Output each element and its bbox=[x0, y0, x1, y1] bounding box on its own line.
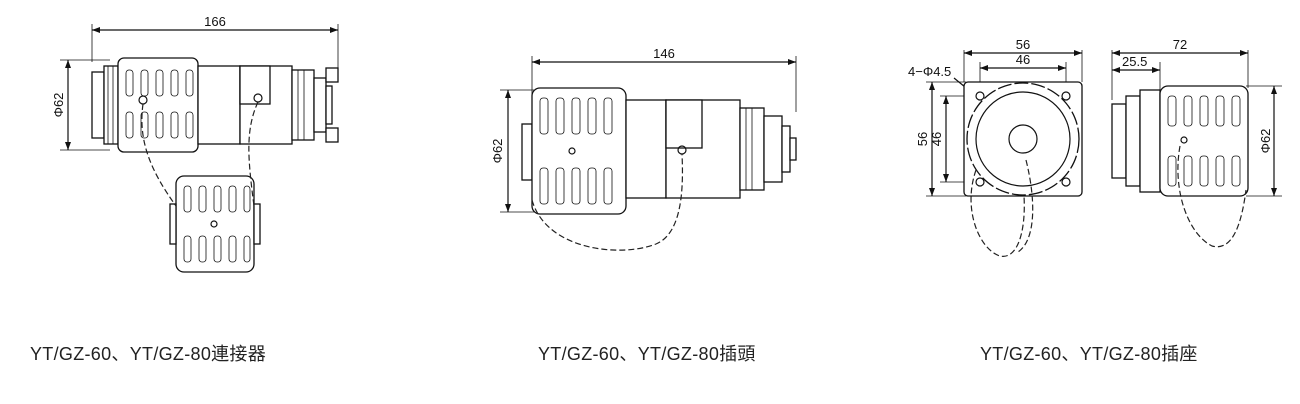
socket-flange-outer-dim: 56 bbox=[1016, 37, 1030, 52]
plug-length-dim: 146 bbox=[653, 46, 675, 61]
figure-socket: 56 46 4−Φ4.5 56 46 bbox=[850, 0, 1300, 404]
socket-caption: YT/GZ-60、YT/GZ-80插座 bbox=[980, 344, 1198, 364]
plug-caption: YT/GZ-60、YT/GZ-80插頭 bbox=[538, 344, 756, 364]
socket-holes-dim: 4−Φ4.5 bbox=[908, 64, 951, 79]
socket-height-inner-dim: 46 bbox=[929, 132, 944, 146]
socket-diameter-dim: Φ62 bbox=[1258, 129, 1273, 154]
socket-height-outer-dim: 56 bbox=[915, 132, 930, 146]
connector-caption: YT/GZ-60、YT/GZ-80連接器 bbox=[30, 344, 267, 364]
connector-diameter-dim: Φ62 bbox=[51, 93, 66, 118]
socket-offset-dim: 25.5 bbox=[1122, 54, 1147, 69]
connector-drawing: 166 Φ62 bbox=[51, 14, 339, 273]
figure-connector: 166 Φ62 bbox=[0, 0, 430, 404]
figure-plug: 146 Φ62 bbox=[430, 0, 850, 404]
socket-depth-dim: 72 bbox=[1173, 37, 1187, 52]
socket-drawing: 56 46 4−Φ4.5 56 46 bbox=[908, 37, 1282, 257]
connector-length-dim: 166 bbox=[204, 14, 226, 29]
plug-drawing: 146 Φ62 bbox=[490, 46, 797, 251]
plug-diameter-dim: Φ62 bbox=[490, 139, 505, 164]
socket-flange-inner-dim: 46 bbox=[1016, 52, 1030, 67]
